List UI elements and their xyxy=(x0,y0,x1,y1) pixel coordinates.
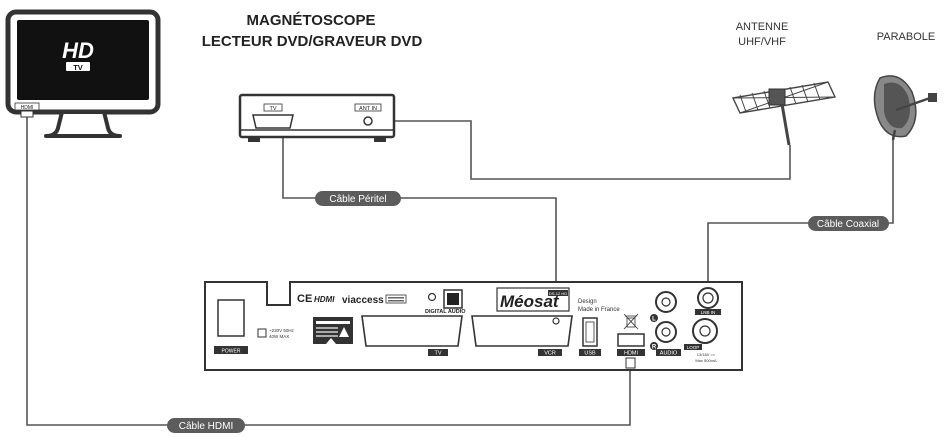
cable-label-coaxial-text: Câble Coaxial xyxy=(817,219,879,230)
design-line-1: Design xyxy=(578,299,597,305)
cable-label-hdmi-text: Câble HDMI xyxy=(179,421,233,432)
cable-label-hdmi: Câble HDMI xyxy=(167,418,245,433)
lnb-spec-line-1: 13/18V == xyxy=(697,352,716,357)
uhf-antenna xyxy=(731,81,837,146)
hdmi-port-label: HDMI xyxy=(624,351,639,357)
antenna-label-line-2: UHF/VHF xyxy=(738,36,786,48)
cable-label-peritel-text: Câble Péritel xyxy=(329,194,386,205)
loop-label: LOOP xyxy=(687,345,700,350)
vcr-device: TV ANT IN xyxy=(238,93,396,142)
antenna-cable xyxy=(373,120,791,180)
vcr-ant-port-label: ANT IN xyxy=(359,106,377,112)
voltage-line-2: 40W MAX xyxy=(269,334,289,339)
title-line-2: LECTEUR DVD/GRAVEUR DVD xyxy=(202,33,423,50)
model-badge: DS-12 HD xyxy=(549,291,567,296)
cables xyxy=(26,114,894,426)
title-line-1: MAGNÉTOSCOPE xyxy=(247,12,376,29)
tv-hdmi-port-label: HDMI xyxy=(21,105,34,111)
power-label: POWER xyxy=(222,349,241,355)
audio-right-marker: R xyxy=(652,345,657,351)
cable-label-peritel: Câble Péritel xyxy=(315,191,401,206)
antenna-label-line-1: ANTENNE xyxy=(736,21,789,33)
vcr-scart-label: VCR xyxy=(544,351,556,357)
voltage-line-1: ~230V 50Hz xyxy=(269,328,295,333)
design-line-2: Made in France xyxy=(578,307,620,313)
ce-mark: CE xyxy=(297,293,312,305)
audio-label: AUDIO xyxy=(660,351,678,357)
satellite-dish xyxy=(873,75,937,141)
cable-label-coaxial: Câble Coaxial xyxy=(808,216,889,231)
lnb-in-label: LNB IN xyxy=(701,310,716,315)
vcr-tv-port-label: TV xyxy=(269,106,276,112)
usb-label: USB xyxy=(584,351,596,357)
hd-logo: HD xyxy=(62,38,94,63)
hdmi-logo: HDMI xyxy=(314,295,335,304)
peritel-cable xyxy=(282,128,557,321)
lnb-spec-line-2: Max 500mA xyxy=(695,358,717,363)
receiver-rear-panel: POWER ~230V 50Hz 40W MAX CE HDMI viacces… xyxy=(204,281,743,371)
brand-logo: Méosat xyxy=(500,292,560,311)
dish-label: PARABOLE xyxy=(877,31,936,43)
audio-left-marker: L xyxy=(652,317,656,323)
tv-logo: TV xyxy=(73,63,83,72)
recycle-bin-icon xyxy=(623,313,639,330)
digital-audio-label: DIGITAL AUDIO xyxy=(425,309,466,315)
hdmi-cable xyxy=(26,114,631,426)
coaxial-cable xyxy=(707,125,894,297)
viaccess-logo: viaccess xyxy=(342,295,384,306)
tv-scart-label: TV xyxy=(434,351,441,357)
television: HD TV HDMI xyxy=(5,9,161,138)
